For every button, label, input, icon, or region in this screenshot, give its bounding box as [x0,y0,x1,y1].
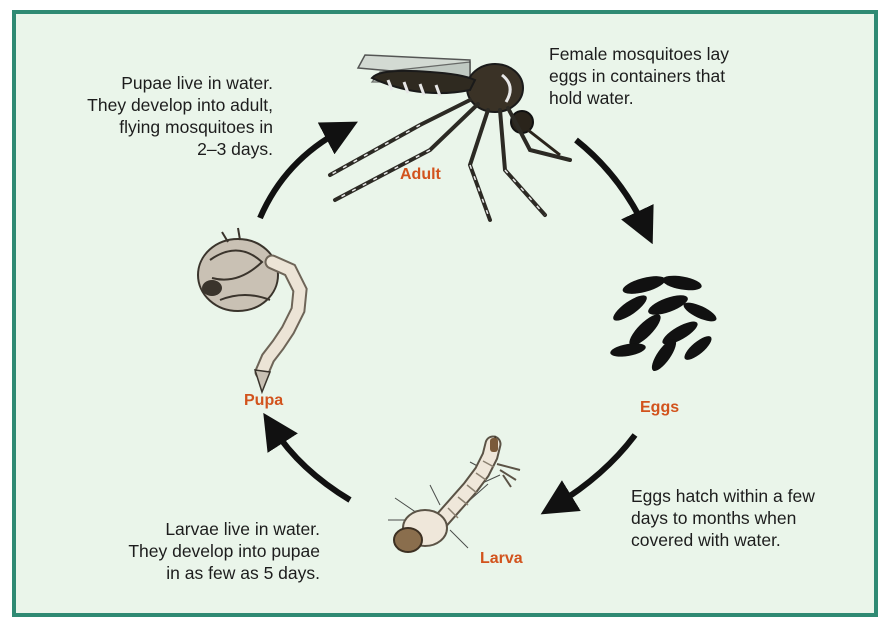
note-line: Female mosquitoes lay [549,43,729,65]
pupa-illustration [198,228,300,392]
stage-label-pupa: Pupa [244,392,283,410]
egg-cluster-illustration [609,273,719,375]
note-line: Larvae live in water. [128,518,320,540]
arrow-adult-to-eggs [576,140,645,228]
note-pupa-to-adult: Pupae live in water. They develop into a… [87,72,273,160]
mosquito-adult-illustration [330,55,570,220]
note-line: They develop into pupae [128,540,320,562]
note-line: flying mosquitoes in [87,116,273,138]
note-line: days to months when [631,507,815,529]
larva-illustration [388,435,520,552]
note-line: Eggs hatch within a few [631,485,815,507]
arrow-eggs-to-larva [556,435,635,505]
note-line: They develop into adult, [87,94,273,116]
note-eggs-to-larva: Eggs hatch within a few days to months w… [631,485,815,551]
note-adult-to-eggs: Female mosquitoes lay eggs in containers… [549,43,729,109]
note-line: in as few as 5 days. [128,562,320,584]
note-line: eggs in containers that [549,65,729,87]
stage-label-adult: Adult [400,166,441,184]
arrow-larva-to-pupa [273,428,350,500]
note-line: covered with water. [631,529,815,551]
stage-label-larva: Larva [480,550,523,568]
note-line: hold water. [549,87,729,109]
note-line: Pupae live in water. [87,72,273,94]
note-larva-to-pupa: Larvae live in water. They develop into … [128,518,320,584]
stage-label-eggs: Eggs [640,399,679,417]
note-line: 2–3 days. [87,138,273,160]
